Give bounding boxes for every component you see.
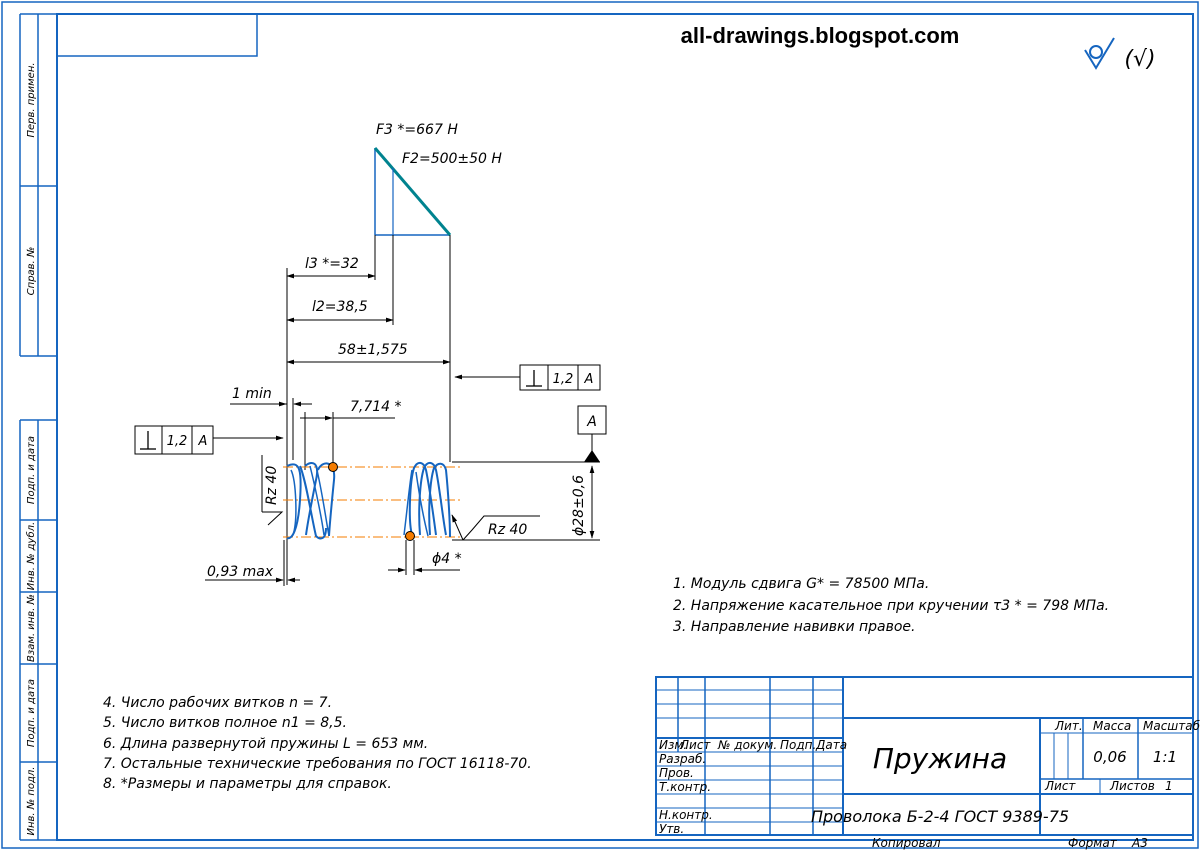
roughness-icon	[1084, 37, 1115, 70]
header-data: Дата	[815, 738, 847, 752]
header-podp: Подп.	[780, 738, 816, 752]
role-prov: Пров.	[659, 766, 694, 780]
roughness-right	[451, 514, 540, 541]
side-stamp-perv: Перв. примен.	[26, 62, 37, 137]
role-utv: Утв.	[659, 822, 684, 836]
dimension-end-grind	[205, 540, 300, 586]
roughness-left-label: Rz 40	[264, 466, 280, 505]
title-block	[655, 676, 1194, 836]
note-7: 7. Остальные технические требования по Г…	[103, 756, 532, 772]
format-value: A3	[1131, 836, 1148, 850]
scale-label: Масштаб	[1143, 719, 1200, 733]
side-stamp-podp-2: Подп. и дата	[26, 679, 37, 747]
dimension-wire	[388, 540, 460, 575]
role-razrab: Разраб.	[659, 752, 706, 766]
force-f3-label: F3 *=667 Н	[376, 122, 458, 138]
dimension-gap-min	[230, 398, 312, 460]
notes-right: 1. Модуль сдвига G* = 78500 МПа. 2. Напр…	[673, 576, 1109, 635]
note-6: 6. Длина развернутой пружины L = 653 мм.	[103, 736, 428, 752]
tolerance-right-value: 1,2	[553, 372, 574, 387]
sheets-value: 1	[1165, 779, 1173, 793]
header-list: Лист	[679, 738, 711, 752]
tolerance-right-datum: A	[584, 372, 594, 387]
dimension-gap-min-label: 1 min	[232, 386, 272, 402]
header-izm: Изм.	[659, 738, 687, 752]
tolerance-left-value: 1,2	[167, 434, 188, 449]
mass-value: 0,06	[1093, 748, 1126, 766]
sheets-label: Листов	[1109, 779, 1155, 793]
note-4: 4. Число рабочих витков n = 7.	[103, 695, 332, 711]
role-tkontr: Т.контр.	[659, 780, 711, 794]
force-f2-label: F2=500±50 Н	[402, 151, 502, 167]
scale-value: 1:1	[1153, 748, 1177, 766]
dimension-free-length-label: 58±1,575	[338, 342, 408, 358]
note-5: 5. Число витков полное n1 = 8,5.	[103, 715, 347, 731]
side-stamp-inv-dubl: Инв. № дубл.	[25, 522, 37, 590]
note-2: 2. Напряжение касательное при кручении τ…	[673, 598, 1109, 614]
role-nkontr: Н.контр.	[659, 808, 713, 822]
roughness-symbol: (√)	[1124, 47, 1155, 72]
side-stamp-sprav: Справ. №	[26, 247, 37, 296]
side-stamp-inv-podl: Инв. № подл.	[26, 767, 37, 836]
watermark-text: all-drawings.blogspot.com	[681, 23, 960, 48]
force-diagram	[373, 147, 452, 236]
dimension-end-grind-label: 0,93 max	[207, 564, 274, 580]
side-stamp-podp-1: Подп. и дата	[26, 436, 37, 504]
spring-view	[283, 462, 460, 541]
side-stamp-vzam: Взам. инв. №	[26, 594, 37, 662]
title-block-text: Изм. Лист № докум. Подп. Дата Разраб. Пр…	[659, 719, 1200, 850]
part-name: Пружина	[873, 742, 1007, 775]
dimension-pitch	[300, 412, 395, 470]
dimension-l3-label: l3 *=32	[305, 256, 359, 272]
sheet-label: Лист	[1044, 779, 1076, 793]
header-doc: № докум.	[717, 738, 777, 752]
notes-left: 4. Число рабочих витков n = 7. 5. Число …	[103, 695, 532, 792]
tolerance-frame-right	[454, 364, 601, 391]
datum-a-label: A	[586, 414, 597, 430]
tolerance-left-datum: A	[198, 434, 208, 449]
copied-label: Копировал	[872, 836, 941, 850]
note-1: 1. Модуль сдвига G* = 78500 МПа.	[673, 576, 929, 592]
tolerance-frame-left	[134, 425, 284, 455]
dimension-outer-diameter	[452, 461, 600, 541]
roughness-left	[261, 455, 284, 526]
format-label: Формат	[1068, 836, 1118, 850]
dimension-wire-label: ϕ4 *	[432, 551, 462, 567]
dimension-outer-diameter-label: ϕ28±0,6	[571, 475, 587, 536]
dimension-pitch-label: 7,714 *	[350, 399, 402, 415]
note-8: 8. *Размеры и параметры для справок.	[103, 776, 392, 792]
mass-label: Масса	[1093, 719, 1131, 733]
dimension-l2-label: l2=38,5	[312, 299, 368, 315]
note-3: 3. Направление навивки правое.	[673, 619, 916, 635]
roughness-right-label: Rz 40	[488, 522, 527, 538]
material-spec: Проволока Б-2-4 ГОСТ 9389-75	[811, 807, 1069, 826]
lit-label: Лит.	[1054, 719, 1083, 733]
datum-a-symbol	[577, 405, 607, 462]
